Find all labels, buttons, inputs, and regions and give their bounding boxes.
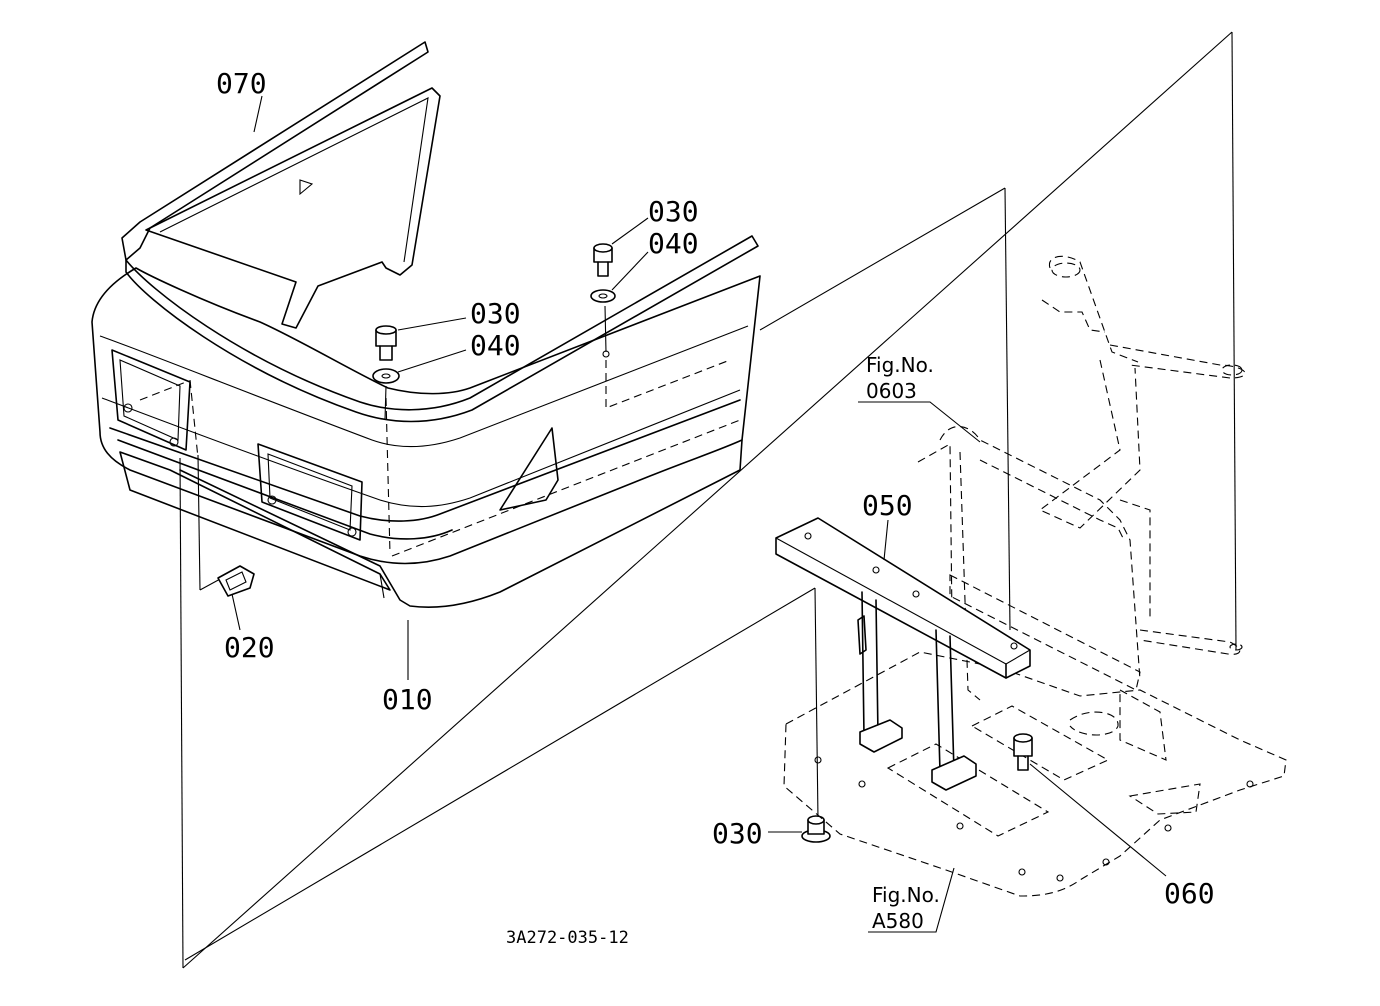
- reference-lines: [179, 31, 1237, 969]
- drawing-code: 3A272-035-12: [506, 928, 629, 948]
- bolt-030-mid: [375, 325, 397, 361]
- bolt-030-top: [593, 243, 613, 277]
- part-label-050: 050: [862, 489, 913, 522]
- part-label-010: 010: [382, 683, 433, 716]
- part-label-040-mid: 040: [470, 329, 521, 362]
- seal-strip-070: [121, 41, 759, 423]
- part-label-070: 070: [216, 67, 267, 100]
- part-label-030-top: 030: [648, 195, 699, 228]
- bolt-030-bottom: [801, 815, 831, 843]
- leader-lines: [231, 95, 1167, 933]
- fig-ref-a580-title: Fig.No.: [872, 883, 940, 907]
- part-label-020: 020: [224, 631, 275, 664]
- washer-040-mid: [372, 368, 400, 421]
- fig-ref-0603-number: 0603: [866, 379, 917, 403]
- fig-ref-a580-number: A580: [872, 909, 924, 933]
- front-housing-010: [91, 267, 761, 609]
- bracket-050: [775, 517, 1031, 791]
- part-label-030-bottom: 030: [712, 817, 763, 850]
- inner-frame: [145, 87, 441, 329]
- clip-nut-020: [217, 565, 255, 597]
- part-label-030-mid: 030: [470, 297, 521, 330]
- bolt-060: [1013, 733, 1033, 771]
- washer-040-top: [590, 289, 616, 358]
- fig-ref-0603-title: Fig.No.: [866, 353, 934, 377]
- floor-plate-a580: [783, 651, 1287, 897]
- part-label-060: 060: [1164, 877, 1215, 910]
- frame-0603: [917, 255, 1246, 761]
- part-label-040-top: 040: [648, 227, 699, 260]
